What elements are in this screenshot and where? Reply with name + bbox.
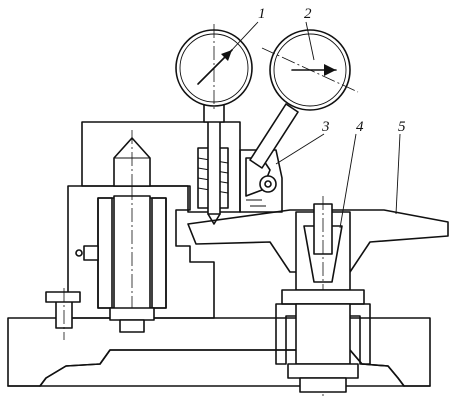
left-body — [45, 185, 215, 340]
dial-indicator-1 — [175, 24, 253, 123]
leader-lines — [229, 21, 401, 229]
callout-5: 5 — [398, 119, 406, 135]
workpiece-part-5 — [187, 209, 449, 273]
upper-housing — [81, 117, 241, 225]
callout-2: 2 — [304, 6, 312, 22]
dial-indicator-2 — [249, 29, 359, 169]
callout-3: 3 — [321, 119, 330, 135]
callout-1: 1 — [258, 6, 266, 22]
callout-4: 4 — [356, 119, 364, 135]
mandrel-part-4 — [275, 196, 371, 396]
